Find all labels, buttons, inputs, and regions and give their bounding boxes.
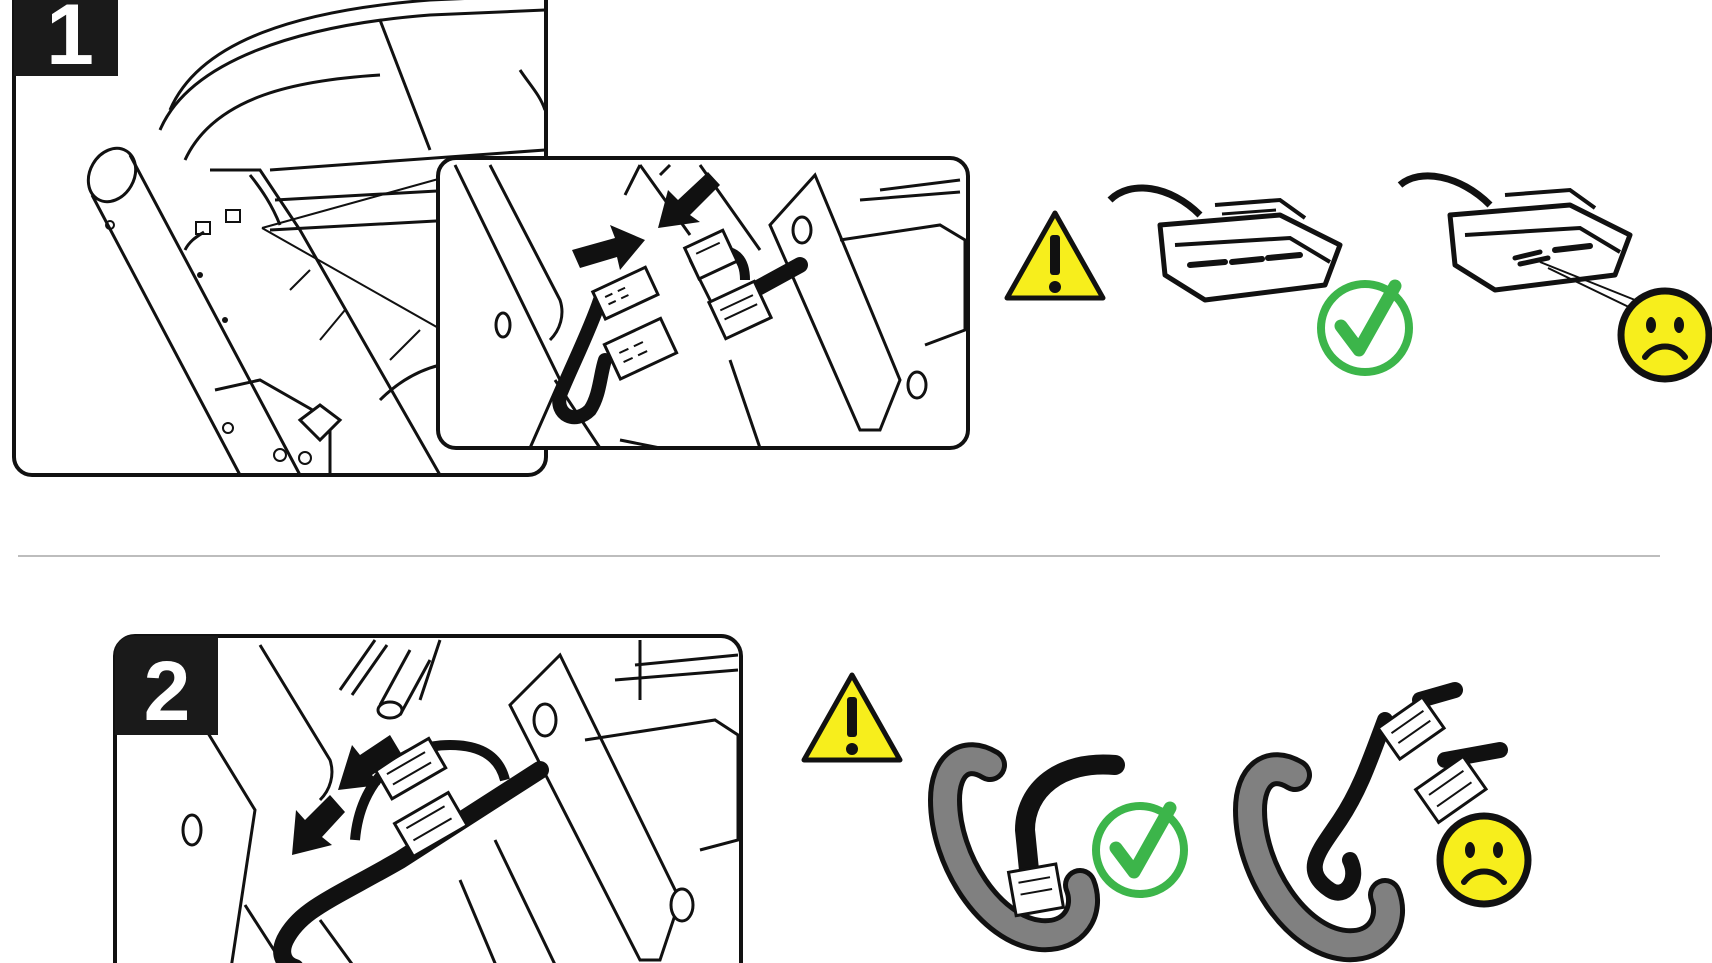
checkmark-icon [1092, 801, 1188, 898]
warning-triangle-icon [1004, 210, 1106, 301]
route-arrow-icon [338, 735, 402, 790]
connector-incorrect-illustration [1397, 172, 1636, 311]
step-2: 2 [113, 634, 1532, 963]
step-1-main-view [12, 0, 548, 477]
insert-arrow-icon [572, 225, 645, 270]
clip-correct-illustration [927, 742, 1125, 953]
checkmark-icon [1317, 279, 1413, 376]
step-1-zoom-inset [436, 156, 970, 450]
step-2-badge: 2 [115, 636, 218, 738]
insert-arrow-icon [658, 172, 720, 228]
route-arrow-icon [292, 795, 345, 855]
warning-triangle-icon [801, 672, 903, 763]
step-2-main-view [113, 634, 743, 963]
clip-incorrect-illustration [1232, 682, 1508, 963]
step-1-badge: 1 [14, 0, 118, 83]
sad-face-icon [1617, 287, 1712, 383]
step-1: 1 [12, 0, 1712, 477]
step-1-number: 1 [46, 0, 94, 83]
sad-face-icon [1436, 812, 1532, 908]
connector-correct-illustration [1107, 184, 1343, 303]
step-2-number: 2 [144, 644, 191, 738]
